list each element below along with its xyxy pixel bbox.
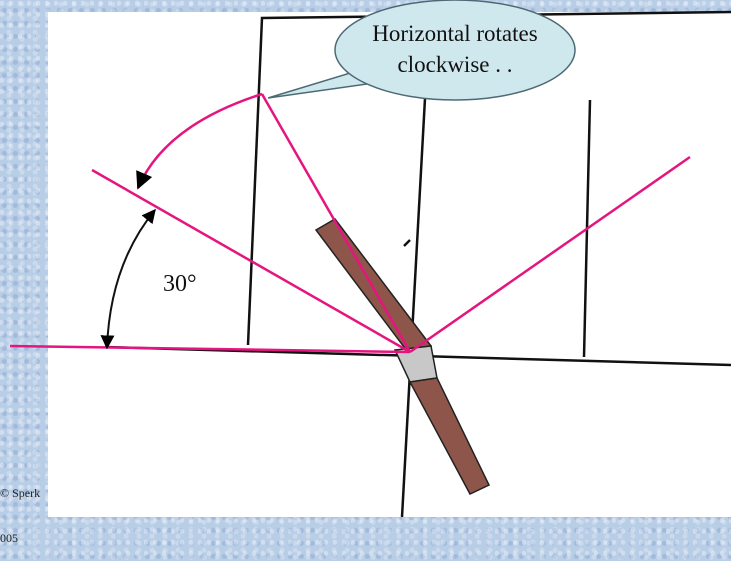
mirror-stick bbox=[314, 218, 491, 495]
copyright-text: © Sperk 005 bbox=[0, 456, 48, 561]
slide-canvas bbox=[48, 12, 731, 517]
angle-label: 30° bbox=[163, 271, 197, 297]
diagram bbox=[9, 0, 731, 517]
ray-horizontal bbox=[9, 344, 411, 354]
frame-outline bbox=[246, 10, 731, 346]
stick-lower bbox=[408, 377, 491, 495]
callout-ellipse bbox=[334, 0, 576, 101]
ray-rotated bbox=[91, 168, 411, 354]
copyright-line-2: 005 bbox=[0, 531, 18, 545]
callout-line-2: clockwise . . bbox=[397, 52, 513, 77]
rays bbox=[9, 92, 691, 354]
callout-bubble bbox=[267, 0, 576, 101]
callout-line-1: Horizontal rotates bbox=[372, 21, 538, 46]
vertical-line-center bbox=[400, 61, 429, 517]
callout-text: Horizontal rotates clockwise . . bbox=[340, 18, 570, 80]
angle-arc bbox=[100, 208, 156, 350]
ray-vertical bbox=[260, 93, 412, 353]
rotation-arrow bbox=[136, 92, 263, 190]
tick-mark bbox=[403, 239, 411, 247]
ray-reflected bbox=[409, 155, 691, 354]
copyright-line-1: © Sperk bbox=[0, 486, 41, 500]
